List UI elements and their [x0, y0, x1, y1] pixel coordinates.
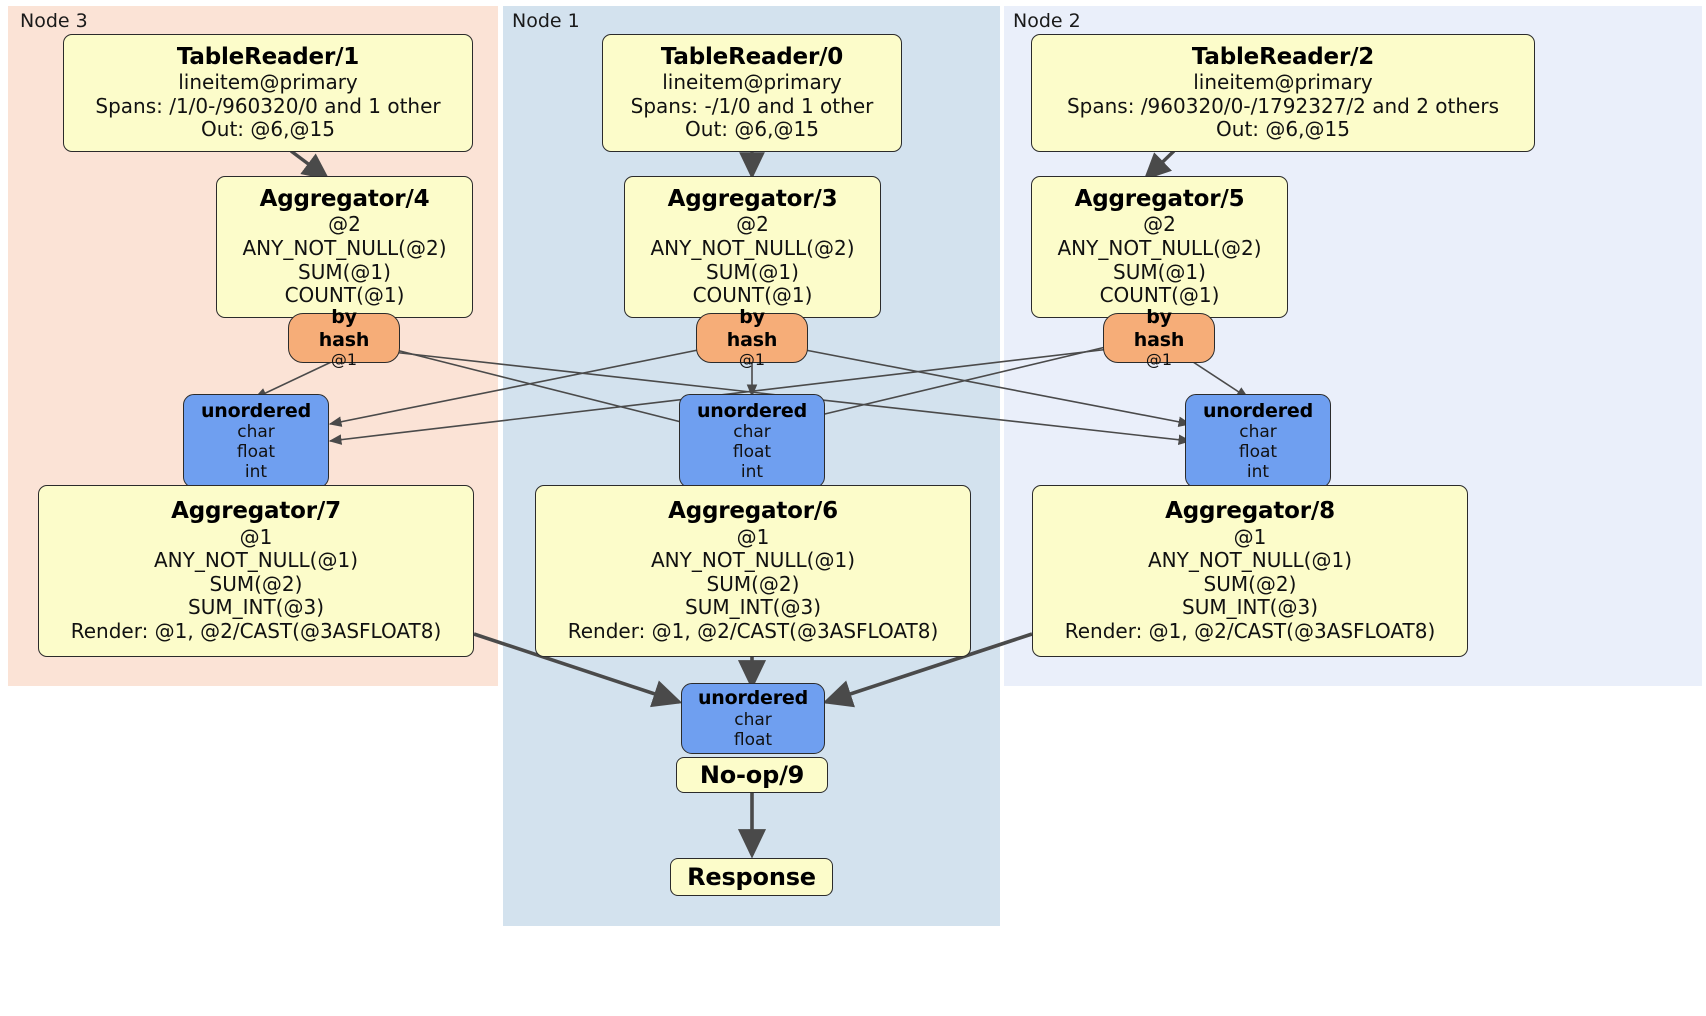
- node-detail: Render: @1, @2/CAST(@3ASFLOAT8): [1064, 618, 1436, 643]
- node-tablereader-0[interactable]: TableReader/0 lineitem@primary Spans: -/…: [602, 34, 902, 152]
- node-detail: Spans: /1/0-/960320/0 and 1 other: [95, 93, 441, 118]
- node-detail: COUNT(@1): [1099, 283, 1220, 308]
- node-detail: SUM_INT(@3): [1182, 595, 1318, 620]
- node-detail: ANY_NOT_NULL(@2): [650, 235, 855, 260]
- node-detail: SUM(@1): [298, 259, 391, 284]
- node-detail: COUNT(@1): [692, 283, 813, 308]
- router-title: by hash: [726, 306, 778, 351]
- synchronizer-unordered-node1[interactable]: unordered char float int: [679, 394, 825, 488]
- node-detail: @1: [239, 524, 273, 549]
- synchronizer-detail: float: [733, 729, 773, 750]
- synchronizer-detail: char: [733, 422, 771, 443]
- router-by-hash-node1[interactable]: by hash @1: [696, 306, 808, 369]
- node-aggregator-8[interactable]: Aggregator/8 @1 ANY_NOT_NULL(@1) SUM(@2)…: [1032, 485, 1468, 657]
- synchronizer-unordered-node2[interactable]: unordered char float int: [1185, 394, 1331, 488]
- node-detail: lineitem@primary: [662, 70, 842, 95]
- router-title: by hash: [318, 306, 370, 351]
- synchronizer-detail: int: [1246, 462, 1270, 483]
- router-detail: @1: [330, 349, 358, 369]
- node-detail: @1: [1233, 524, 1267, 549]
- synchronizer-title: unordered: [1202, 399, 1314, 422]
- node-response[interactable]: Response: [670, 858, 833, 896]
- synchronizer-detail: char: [237, 422, 275, 443]
- router-by-hash-node3[interactable]: by hash @1: [288, 306, 400, 369]
- node-detail: lineitem@primary: [1193, 70, 1373, 95]
- node-detail: ANY_NOT_NULL(@1): [154, 548, 358, 573]
- node-title: Aggregator/6: [668, 498, 838, 525]
- node-aggregator-3[interactable]: Aggregator/3 @2 ANY_NOT_NULL(@2) SUM(@1)…: [624, 176, 881, 318]
- node-detail: SUM(@2): [1203, 571, 1297, 596]
- router-by-hash-node2[interactable]: by hash @1: [1103, 306, 1215, 369]
- node-no-op-9[interactable]: No-op/9: [676, 757, 828, 793]
- synchronizer-title: unordered: [697, 687, 809, 710]
- node-detail: lineitem@primary: [178, 70, 358, 95]
- synchronizer-title: unordered: [696, 399, 808, 422]
- node-detail: @2: [1143, 212, 1176, 237]
- node-title: TableReader/0: [660, 44, 844, 71]
- node-detail: SUM(@1): [706, 259, 799, 284]
- node-detail: ANY_NOT_NULL(@2): [242, 235, 447, 260]
- node-detail: SUM(@1): [1113, 259, 1206, 284]
- node-title: TableReader/2: [1191, 44, 1375, 71]
- synchronizer-detail: float: [236, 442, 276, 463]
- node-detail: Render: @1, @2/CAST(@3ASFLOAT8): [567, 618, 939, 643]
- node-title: No-op/9: [699, 761, 805, 789]
- synchronizer-unordered-node3[interactable]: unordered char float int: [183, 394, 329, 488]
- node-detail: SUM_INT(@3): [685, 595, 821, 620]
- region-label-node-3: Node 3: [20, 10, 88, 32]
- router-detail: @1: [738, 349, 766, 369]
- router-title: by hash: [1133, 306, 1185, 351]
- node-detail: Out: @6,@15: [1216, 117, 1350, 142]
- node-detail: ANY_NOT_NULL(@2): [1057, 235, 1262, 260]
- node-aggregator-4[interactable]: Aggregator/4 @2 ANY_NOT_NULL(@2) SUM(@1)…: [216, 176, 473, 318]
- node-detail: Out: @6,@15: [685, 117, 819, 142]
- node-title: Aggregator/8: [1165, 498, 1335, 525]
- node-detail: @2: [328, 212, 361, 237]
- node-detail: ANY_NOT_NULL(@1): [1148, 548, 1352, 573]
- node-title: Aggregator/5: [1074, 186, 1245, 213]
- synchronizer-detail: int: [244, 462, 268, 483]
- synchronizer-unordered-final[interactable]: unordered char float: [681, 683, 825, 754]
- node-detail: Out: @6,@15: [201, 117, 335, 142]
- node-title: TableReader/1: [176, 44, 360, 71]
- router-detail: @1: [1145, 349, 1173, 369]
- synchronizer-detail: char: [734, 709, 772, 730]
- node-aggregator-5[interactable]: Aggregator/5 @2 ANY_NOT_NULL(@2) SUM(@1)…: [1031, 176, 1288, 318]
- node-detail: @2: [736, 212, 769, 237]
- node-detail: SUM(@2): [706, 571, 800, 596]
- node-detail: SUM(@2): [209, 571, 303, 596]
- node-detail: @1: [736, 524, 770, 549]
- synchronizer-detail: float: [1238, 442, 1278, 463]
- node-title: Aggregator/7: [171, 498, 341, 525]
- node-detail: Spans: /960320/0-/1792327/2 and 2 others: [1066, 93, 1499, 118]
- node-tablereader-2[interactable]: TableReader/2 lineitem@primary Spans: /9…: [1031, 34, 1535, 152]
- synchronizer-detail: float: [732, 442, 772, 463]
- node-title: Response: [687, 863, 816, 891]
- node-title: Aggregator/3: [667, 186, 838, 213]
- node-tablereader-1[interactable]: TableReader/1 lineitem@primary Spans: /1…: [63, 34, 473, 152]
- node-title: Aggregator/4: [259, 186, 430, 213]
- synchronizer-detail: int: [740, 462, 764, 483]
- node-detail: Render: @1, @2/CAST(@3ASFLOAT8): [70, 618, 442, 643]
- synchronizer-detail: char: [1239, 422, 1277, 443]
- node-aggregator-6[interactable]: Aggregator/6 @1 ANY_NOT_NULL(@1) SUM(@2)…: [535, 485, 971, 657]
- node-detail: COUNT(@1): [284, 283, 405, 308]
- synchronizer-title: unordered: [200, 399, 312, 422]
- node-detail: ANY_NOT_NULL(@1): [651, 548, 855, 573]
- region-label-node-1: Node 1: [512, 10, 580, 32]
- region-label-node-2: Node 2: [1013, 10, 1081, 32]
- node-aggregator-7[interactable]: Aggregator/7 @1 ANY_NOT_NULL(@1) SUM(@2)…: [38, 485, 474, 657]
- node-detail: Spans: -/1/0 and 1 other: [630, 93, 874, 118]
- node-detail: SUM_INT(@3): [188, 595, 324, 620]
